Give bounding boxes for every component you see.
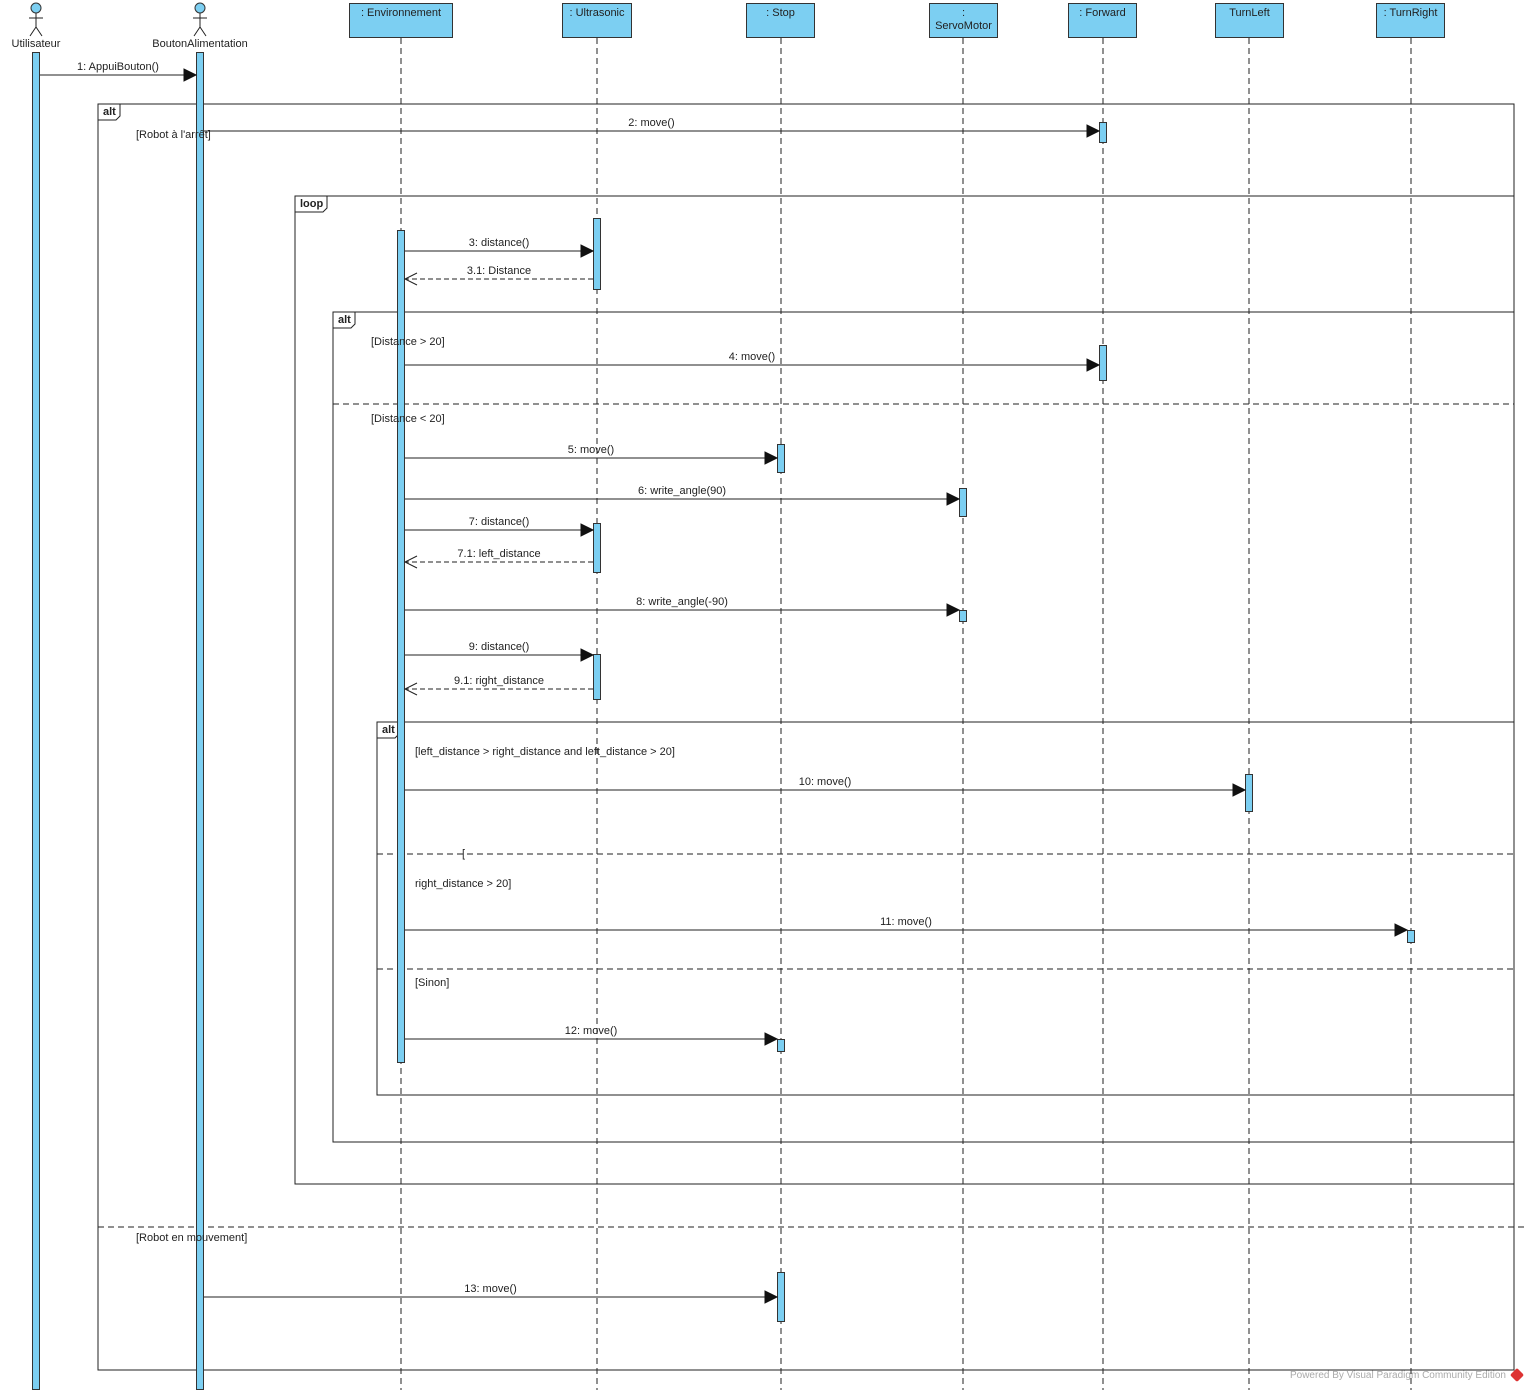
message-label: 9.1: right_distance <box>454 675 544 687</box>
guard-condition: [Distance > 20] <box>371 336 445 348</box>
lifeline-env[interactable]: : Environnement <box>349 3 453 38</box>
message-label: 9: distance() <box>468 641 530 653</box>
lifeline-stop[interactable]: : Stop <box>746 3 815 38</box>
guard-condition: [Distance < 20] <box>371 413 445 425</box>
guard-condition: [Robot en mouvement] <box>136 1232 248 1244</box>
message-label: 2: move() <box>628 117 675 129</box>
message-label: 6: write_angle(90) <box>637 485 727 497</box>
activation-bar <box>1245 774 1253 812</box>
activation-bar <box>777 1272 785 1322</box>
actor-figure-icon <box>193 13 207 37</box>
fragment-operator-label: alt <box>103 106 116 118</box>
message-label: 5: move() <box>567 444 615 456</box>
combined-fragment-alt <box>376 721 1515 1096</box>
guard-condition: [ <box>462 848 466 860</box>
combined-fragment-loop <box>294 195 1515 1185</box>
lifeline-turnleft[interactable]: TurnLeft <box>1215 3 1284 38</box>
actor-label: BoutonAlimentation <box>152 38 248 50</box>
message-label: 3.1: Distance <box>466 265 532 277</box>
activation-bar <box>397 230 405 1063</box>
fragment-operator-label: loop <box>300 198 324 210</box>
activation-bar <box>1099 122 1107 143</box>
message-label: 11: move() <box>880 916 932 928</box>
message-label: 10: move() <box>798 776 852 788</box>
message-label: 1: AppuiBouton() <box>77 61 159 73</box>
combined-fragment-alt <box>97 103 1515 1371</box>
guard-condition: [Sinon] <box>415 977 450 989</box>
activation-bar <box>196 52 204 1390</box>
activation-bar <box>959 488 967 517</box>
lifeline-ultra[interactable]: : Ultrasonic <box>562 3 632 38</box>
guard-condition: [Robot à l'arrêt] <box>136 129 211 141</box>
actor-head-icon <box>30 2 42 14</box>
activation-bar <box>959 610 967 622</box>
activation-bar <box>777 1039 785 1052</box>
activation-bar <box>1407 930 1415 943</box>
guard-condition: [left_distance > right_distance and left… <box>415 746 675 758</box>
message-label: 7.1: left_distance <box>457 548 541 560</box>
lifeline-turnright[interactable]: : TurnRight <box>1376 3 1445 38</box>
actor-head-icon <box>194 2 206 14</box>
message-label: 3: distance() <box>468 237 530 249</box>
activation-bar <box>1099 345 1107 381</box>
activation-bar <box>593 523 601 573</box>
activation-bar <box>777 444 785 473</box>
footer-credit: Powered By Visual Paradigm Community Edi… <box>1289 1370 1506 1381</box>
message-label: 8: write_angle(-90) <box>636 596 728 608</box>
activation-bar <box>593 654 601 700</box>
combined-fragment-alt <box>332 311 1515 1143</box>
fragment-operator-tab <box>333 312 356 329</box>
guard-condition: right_distance > 20] <box>415 878 512 890</box>
message-label: 4: move() <box>728 351 776 363</box>
fragment-operator-label: alt <box>382 724 395 736</box>
fragment-operator-tab <box>295 196 328 213</box>
lifeline-forward[interactable]: : Forward <box>1068 3 1137 38</box>
actor-label: Utilisateur <box>11 38 61 50</box>
actor-figure-icon <box>29 13 43 37</box>
fragment-operator-tab <box>98 104 121 121</box>
lifeline-servo[interactable]: : ServoMotor <box>929 3 998 38</box>
activation-bar <box>32 52 40 1390</box>
message-label: 7: distance() <box>468 516 530 528</box>
message-label: 13: move() <box>464 1283 517 1295</box>
activation-bar <box>593 218 601 290</box>
fragment-operator-label: alt <box>338 314 351 326</box>
message-label: 12: move() <box>564 1025 618 1037</box>
